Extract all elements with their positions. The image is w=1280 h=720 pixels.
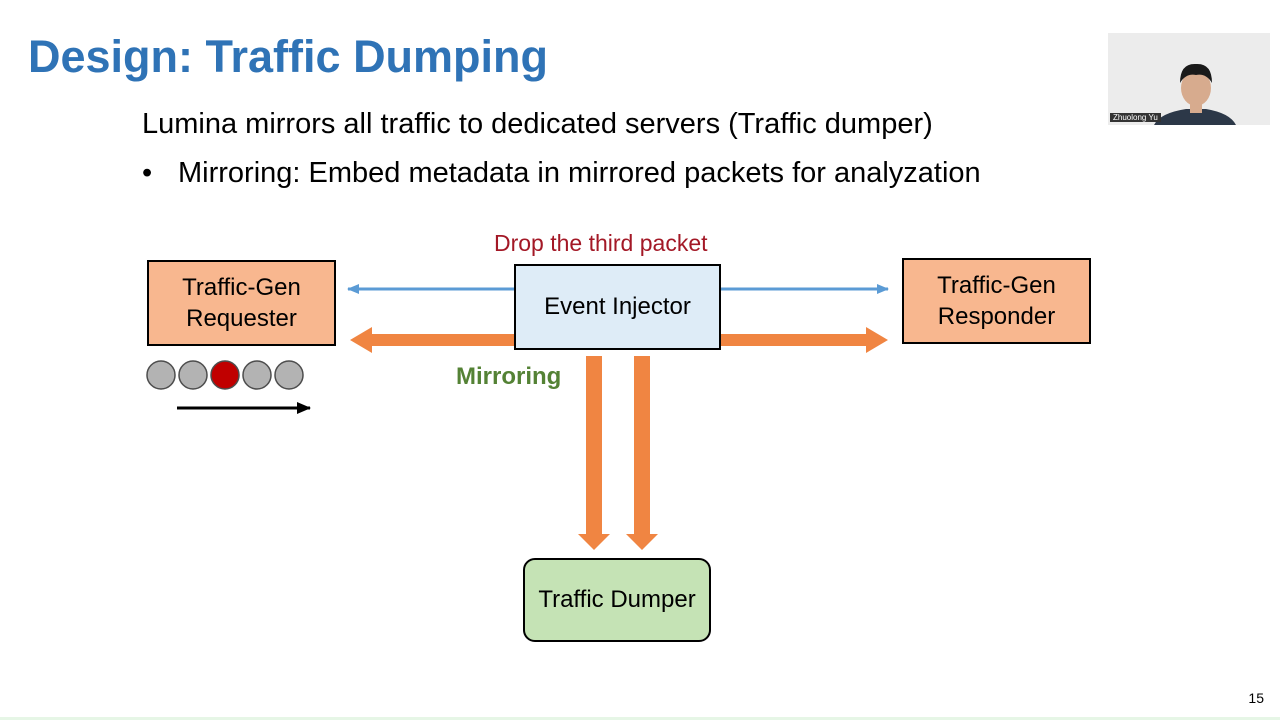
speaker-video-thumbnail: Zhuolong Yu: [1108, 33, 1270, 125]
packet-dropped: [210, 360, 240, 390]
bottom-strip: [0, 717, 1280, 720]
slide-subtitle: Lumina mirrors all traffic to dedicated …: [142, 108, 933, 140]
slide-title: Design: Traffic Dumping: [28, 31, 549, 82]
participant-name: Zhuolong Yu: [1110, 113, 1161, 122]
mirror-arrow-left: [578, 356, 610, 550]
traffic-gen-responder-box: Traffic-Gen Responder: [902, 258, 1091, 344]
event-injector-box: Event Injector: [514, 264, 721, 350]
speaker-avatar: [1154, 63, 1236, 125]
bullet-text: Mirroring: Embed metadata in mirrored pa…: [178, 157, 981, 189]
bullet-marker: •: [142, 157, 153, 189]
mirroring-label: Mirroring: [456, 363, 562, 390]
traffic-dumper-box: Traffic Dumper: [523, 558, 711, 642]
bullet-item: • Mirroring: Embed metadata in mirrored p…: [142, 157, 981, 190]
packet-sequence: [146, 360, 304, 390]
orange-arrow-to-requester: [350, 327, 514, 353]
packet: [146, 360, 176, 390]
traffic-gen-requester-box: Traffic-Gen Requester: [147, 260, 336, 346]
packet: [178, 360, 208, 390]
mirror-arrow-right: [626, 356, 658, 550]
packet: [274, 360, 304, 390]
drop-packet-label: Drop the third packet: [494, 230, 708, 256]
packet: [242, 360, 272, 390]
page-number: 15: [1248, 690, 1264, 706]
orange-arrow-to-responder: [720, 327, 888, 353]
